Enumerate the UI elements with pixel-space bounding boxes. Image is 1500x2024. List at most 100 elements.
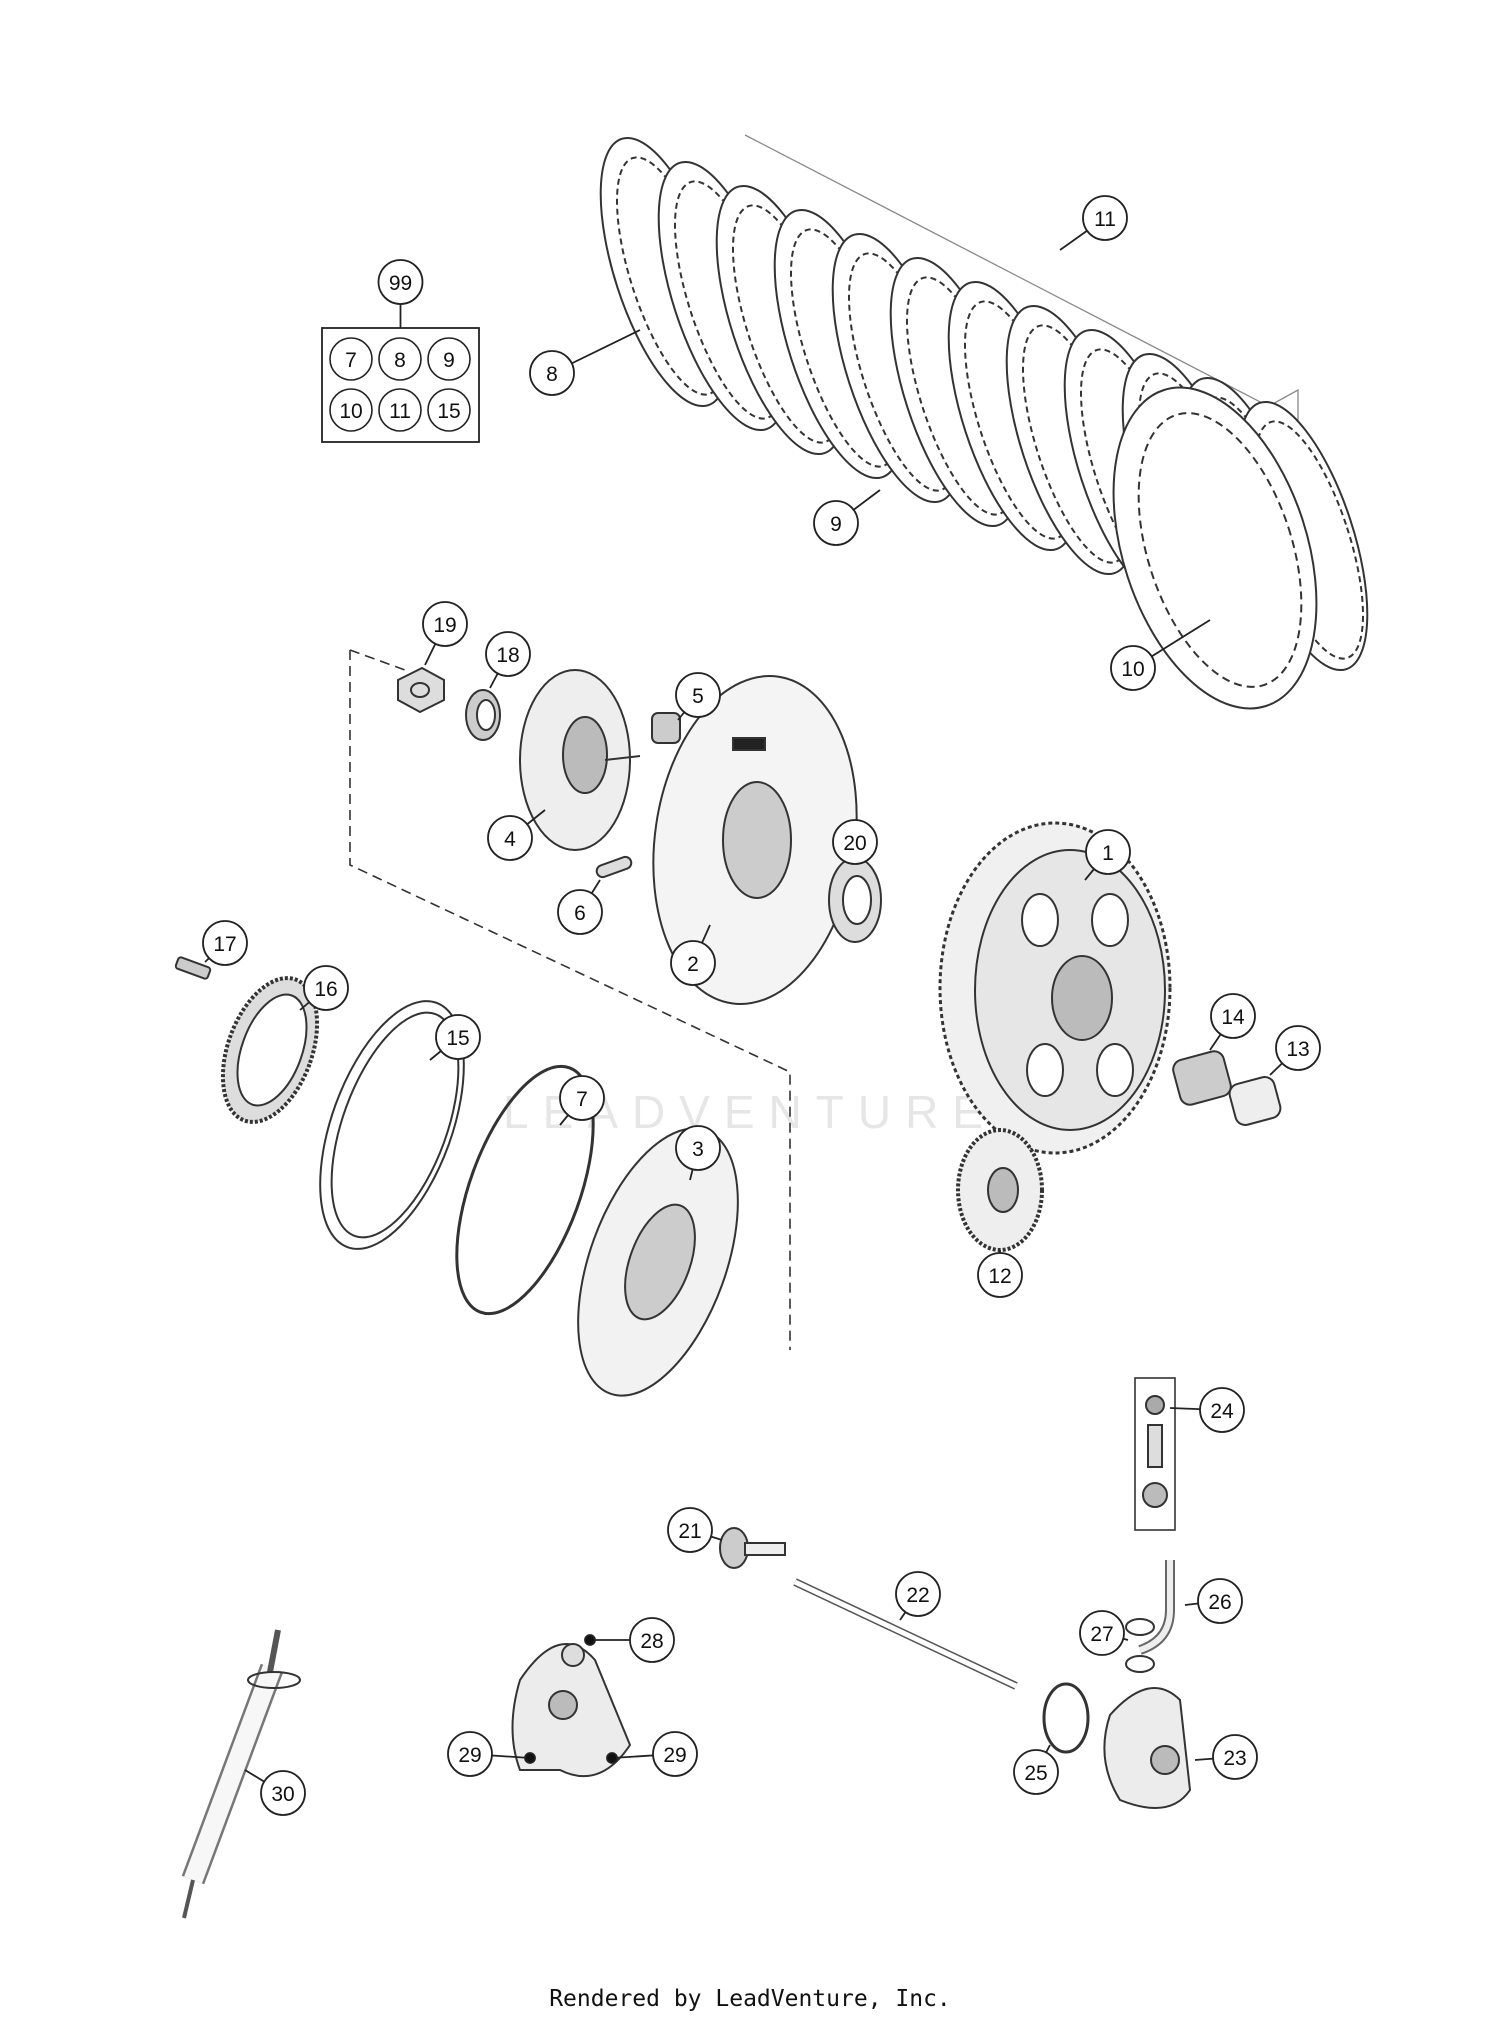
callout-label: 8 bbox=[546, 363, 558, 386]
callout-part-8: 8 bbox=[529, 350, 575, 396]
kit-item-label: 8 bbox=[394, 349, 406, 372]
kit-label: 99 bbox=[389, 272, 412, 295]
callout-part-18: 18 bbox=[485, 631, 531, 677]
sealing-ring-lower bbox=[1125, 1655, 1155, 1673]
callout-part-2: 2 bbox=[670, 940, 716, 986]
callout-circle bbox=[422, 601, 468, 647]
callout-circle bbox=[1197, 1578, 1243, 1624]
callout-circle bbox=[557, 889, 603, 935]
callout-label: 19 bbox=[433, 614, 456, 637]
callout-label: 10 bbox=[1121, 658, 1144, 681]
callout-part-22: 22 bbox=[895, 1571, 941, 1617]
hub-assembly-outline bbox=[349, 650, 791, 1350]
damper-block bbox=[651, 712, 681, 744]
kit-item-label: 11 bbox=[389, 400, 411, 423]
kit-item: 11 bbox=[378, 388, 422, 432]
callout-circle bbox=[675, 1125, 721, 1171]
callout-label: 4 bbox=[504, 828, 516, 851]
callout-label: 14 bbox=[1221, 1006, 1245, 1029]
clutch-slave-cylinder bbox=[1103, 1687, 1192, 1809]
callout-label: 18 bbox=[496, 644, 519, 667]
clutch-plate-stack bbox=[599, 134, 1369, 710]
callout-label: 17 bbox=[213, 933, 236, 956]
callout-circle bbox=[652, 1731, 698, 1777]
kit-item-label: 10 bbox=[339, 400, 362, 423]
kit-item: 15 bbox=[427, 388, 471, 432]
o-ring bbox=[1042, 1682, 1090, 1754]
callout-part-26: 26 bbox=[1197, 1578, 1243, 1624]
callout-part-27: 27 bbox=[1079, 1610, 1125, 1656]
clutch-basket-hub bbox=[652, 675, 858, 1005]
pressure-cap-disc bbox=[319, 1000, 465, 1250]
callout-circle bbox=[675, 672, 721, 718]
kit-item-label: 9 bbox=[443, 349, 455, 372]
kit-item: 9 bbox=[427, 337, 471, 381]
callout-label: 28 bbox=[640, 1630, 663, 1653]
leader-arrowhead bbox=[584, 1634, 596, 1646]
callout-label: 2 bbox=[687, 953, 699, 976]
callout-label: 3 bbox=[692, 1138, 704, 1161]
kit-item: 10 bbox=[329, 388, 373, 432]
callout-part-25: 25 bbox=[1013, 1749, 1059, 1795]
callout-label: 16 bbox=[314, 978, 337, 1001]
callout-part-20: 20 bbox=[832, 819, 878, 865]
pin bbox=[595, 855, 633, 879]
callout-part-10: 10 bbox=[1110, 645, 1156, 691]
kit-callout: 99 bbox=[377, 259, 424, 305]
pressure-plate bbox=[577, 1127, 739, 1397]
callout-circle bbox=[260, 1770, 306, 1816]
callout-part-9: 9 bbox=[813, 500, 859, 546]
callout-circle bbox=[529, 350, 575, 396]
clutch-cover-housing bbox=[511, 1643, 632, 1778]
bleed-screw-kit-box bbox=[1134, 1377, 1176, 1531]
leader-arrowhead bbox=[524, 1752, 536, 1764]
callout-label: 30 bbox=[271, 1783, 294, 1806]
kit-item: 8 bbox=[378, 337, 422, 381]
callout-part-29a: 29 bbox=[447, 1731, 493, 1777]
callout-label: 29 bbox=[458, 1744, 481, 1767]
callout-label: 27 bbox=[1090, 1623, 1113, 1646]
callout-circle bbox=[487, 815, 533, 861]
callout-circle bbox=[1212, 1734, 1258, 1780]
callout-circle bbox=[447, 1731, 493, 1777]
callout-label: 15 bbox=[446, 1027, 469, 1050]
callout-part-6: 6 bbox=[557, 889, 603, 935]
callout-part-17: 17 bbox=[202, 920, 248, 966]
callout-part-5: 5 bbox=[675, 672, 721, 718]
nut bbox=[397, 666, 445, 714]
callout-circle bbox=[485, 631, 531, 677]
callout-label: 22 bbox=[906, 1584, 929, 1607]
callout-part-16: 16 bbox=[303, 965, 349, 1011]
callout-part-7: 7 bbox=[559, 1075, 605, 1121]
callout-circle bbox=[435, 1014, 481, 1060]
callout-circle bbox=[1079, 1610, 1125, 1656]
callout-label: 26 bbox=[1208, 1591, 1231, 1614]
callout-part-19: 19 bbox=[422, 601, 468, 647]
callout-label: 23 bbox=[1223, 1747, 1246, 1770]
callout-label: 13 bbox=[1286, 1038, 1309, 1061]
kickstart-idler-gear bbox=[956, 1128, 1044, 1252]
callout-label: 25 bbox=[1024, 1762, 1047, 1785]
callout-circle bbox=[1199, 1387, 1245, 1433]
callout-part-12: 12 bbox=[977, 1252, 1023, 1298]
callout-part-4: 4 bbox=[487, 815, 533, 861]
kit-item-label: 15 bbox=[437, 400, 460, 423]
washer bbox=[465, 689, 501, 741]
callout-part-21: 21 bbox=[667, 1507, 713, 1553]
footer-credit: Rendered by LeadVenture, Inc. bbox=[549, 1986, 951, 2012]
callout-part-11: 11 bbox=[1082, 195, 1128, 241]
callout-circle bbox=[895, 1571, 941, 1617]
banjo-fitting bbox=[1138, 1560, 1175, 1655]
leader-arrowhead bbox=[606, 1752, 618, 1764]
callout-circle bbox=[202, 920, 248, 966]
callout-part-13: 13 bbox=[1275, 1025, 1321, 1071]
callout-circle bbox=[813, 500, 859, 546]
callout-circle bbox=[559, 1075, 605, 1121]
bleeding-syringe bbox=[181, 1629, 301, 1919]
callout-label: 5 bbox=[692, 685, 704, 708]
kit-item: 7 bbox=[329, 337, 373, 381]
callout-circle bbox=[1082, 195, 1128, 241]
callout-label: 12 bbox=[988, 1265, 1011, 1288]
callout-label: 11 bbox=[1094, 208, 1116, 231]
